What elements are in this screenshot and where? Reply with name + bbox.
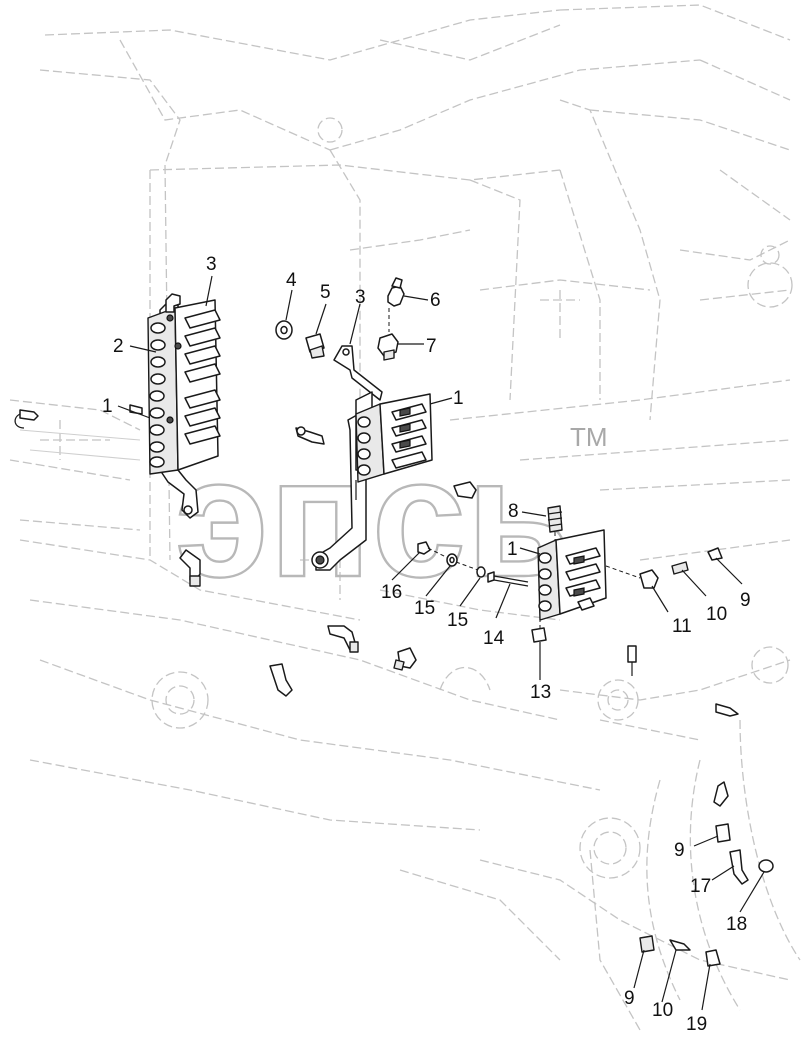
left-lubrication-block-assembly: [14, 293, 221, 587]
callout-1-right: 1: [507, 539, 518, 560]
callout-5: 5: [320, 282, 331, 303]
callout-17: 17: [690, 876, 711, 897]
callout-18: 18: [726, 914, 747, 935]
machine-frame-ghost: [9, 4, 801, 1031]
callout-19: 19: [686, 1014, 707, 1035]
loose-hose-fittings: [269, 625, 774, 967]
callout-9-middle: 9: [674, 840, 685, 861]
middle-lubrication-block-assembly: [275, 277, 477, 571]
callout-6: 6: [430, 290, 441, 311]
callout-2: 2: [113, 336, 124, 357]
callout-1-left: 1: [102, 396, 113, 417]
callout-15-b: 15: [447, 610, 468, 631]
callout-4: 4: [286, 270, 297, 291]
watermark-tm: TM: [570, 422, 608, 452]
callout-11: 11: [672, 616, 692, 637]
callout-labels: 3 2 1 4 5 3 6 7 1 8 1 16 15 15 14 13 11 …: [102, 254, 751, 1035]
callout-14: 14: [483, 628, 505, 649]
callout-1-middle: 1: [453, 388, 464, 409]
callout-7: 7: [426, 336, 437, 357]
callout-13: 13: [530, 682, 551, 703]
callout-9-upper: 9: [740, 590, 751, 611]
right-lubrication-block-assembly: [417, 505, 723, 643]
callout-15-a: 15: [414, 598, 435, 619]
callout-9-lower: 9: [624, 988, 635, 1009]
callout-16: 16: [381, 582, 402, 603]
callout-10-lower: 10: [652, 1000, 673, 1021]
block-outlets: [149, 322, 166, 468]
callout-8: 8: [508, 501, 519, 522]
callout-3-left: 3: [206, 254, 217, 275]
callout-10-upper: 10: [706, 604, 727, 625]
callout-3-middle: 3: [355, 287, 366, 308]
leader-lines: [117, 275, 765, 1011]
block-side-rolls: [184, 309, 221, 445]
